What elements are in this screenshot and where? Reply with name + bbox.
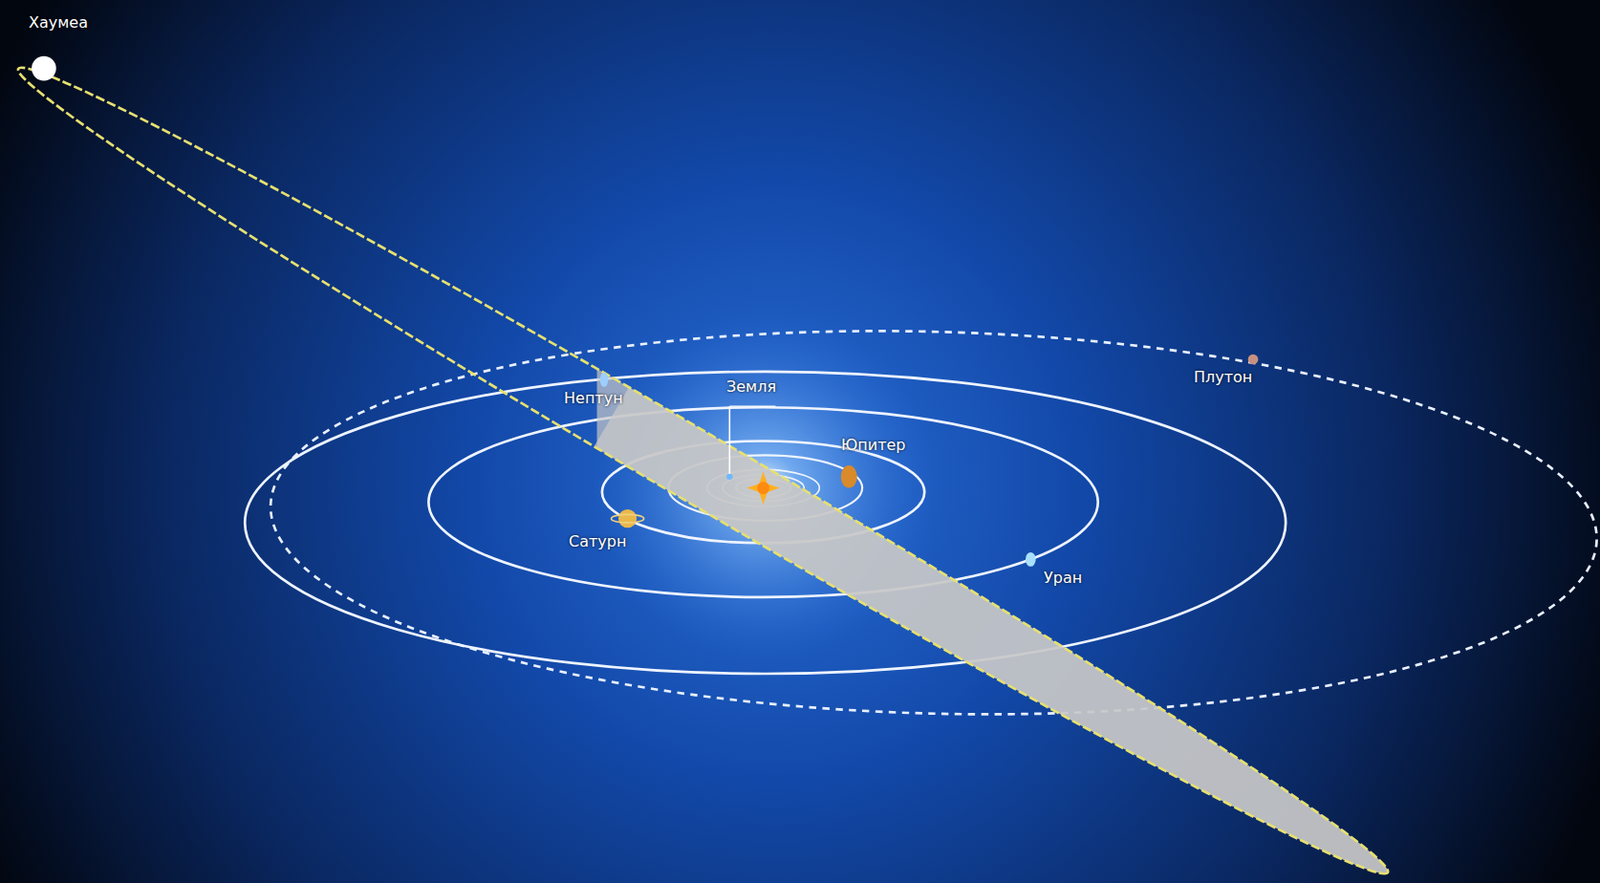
- uranus-orbit: [428, 407, 1098, 598]
- sun-symbol: [756, 481, 770, 495]
- haumea-orbit-plane: [0, 39, 1406, 883]
- planet-label: Земля: [726, 378, 777, 396]
- earth-planet: [726, 474, 733, 480]
- dwarf-planet-label: Хаумеа: [28, 14, 88, 32]
- dwarf-planet-label: Плутон: [1193, 368, 1253, 387]
- saturn-planet: [618, 509, 637, 528]
- haumea-orbit: [0, 39, 1406, 883]
- sun-symbol: [746, 472, 779, 505]
- planet-label: Нептун: [563, 389, 624, 408]
- earth-leader-line: [729, 406, 732, 476]
- planet-label: Юпитер: [841, 436, 906, 455]
- haumea-orbit-plane: [0, 39, 1406, 883]
- pluto-planet: [1248, 354, 1259, 366]
- jupiter-planet: [841, 465, 858, 489]
- pluto-orbit: [265, 314, 1600, 732]
- planet-label: Сатурн: [568, 533, 627, 551]
- planet-label: Уран: [1043, 569, 1082, 587]
- neptune-planet: [600, 372, 609, 388]
- earth-leader-line: [729, 406, 776, 408]
- haumea-planet: [31, 56, 57, 82]
- uranus-planet: [1025, 552, 1037, 567]
- saturn-ring: [610, 514, 644, 523]
